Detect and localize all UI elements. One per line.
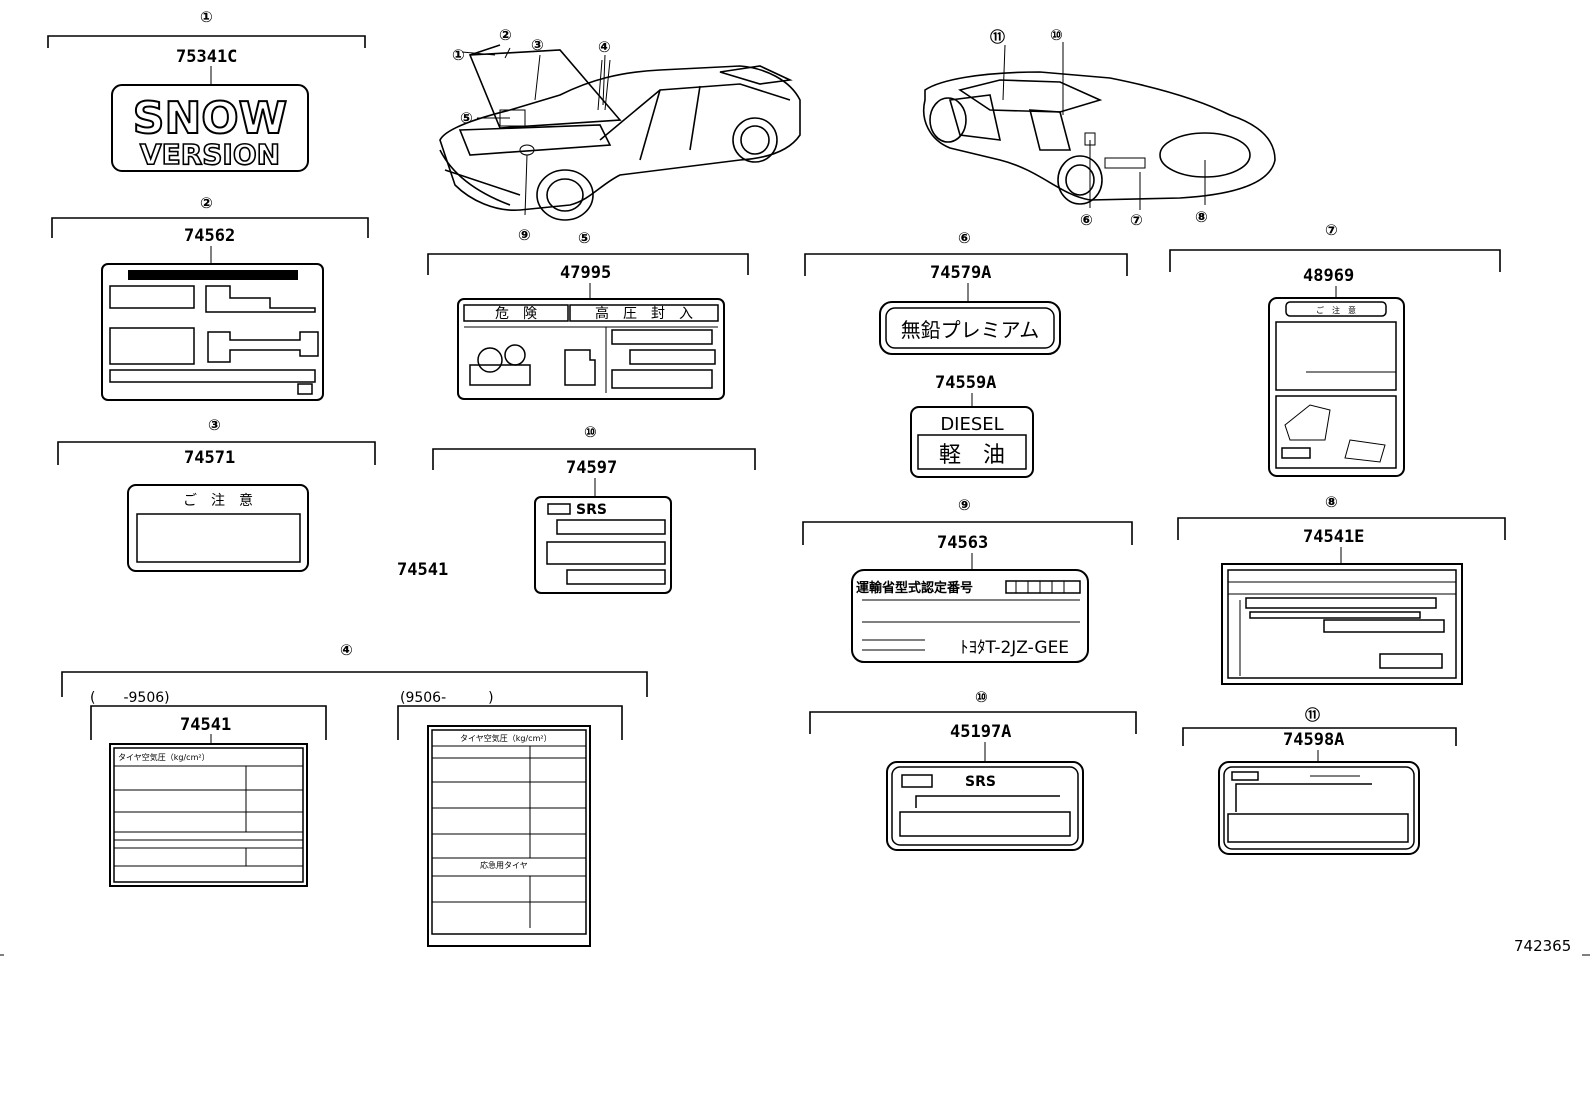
section-5: ⑤ 47995 危 険 高 圧 封 入	[427, 229, 749, 400]
section-10-left: ⑩ 74597 SRS	[432, 423, 756, 594]
section-10-right: ⑩ 45197A SRS	[809, 688, 1137, 851]
tire-pressure-title-1: タイヤ空気圧（kg/cm²）	[118, 752, 210, 762]
type-approval-text: 運輸省型式認定番号	[856, 580, 973, 596]
srs-text-45197A: SRS	[965, 774, 996, 790]
unleaded-premium-text: 無鉛プレミアム	[901, 318, 1040, 342]
callout-2-car: ②	[499, 26, 512, 44]
section-4: ④ ( -9506) (9506- ) 74541 タイヤ空気圧（kg/cm²）…	[61, 641, 648, 947]
tire-label-pre-9506	[109, 743, 308, 887]
tire-pressure-title-2: タイヤ空気圧（kg/cm²）	[460, 733, 552, 743]
section-7: ⑦ 48969 ご 注 意	[1169, 221, 1501, 477]
spare-tire-text: 応急用タイヤ	[480, 860, 528, 870]
part-number-74562: 74562	[184, 226, 235, 246]
callout-5-car: ⑤	[460, 109, 473, 127]
section-8: ⑧ 74541E	[1177, 493, 1506, 685]
part-number-45197A: 45197A	[950, 722, 1011, 742]
car-rear-illustration	[923, 42, 1276, 210]
part-number-74579A: 74579A	[930, 263, 991, 283]
range-before-9506: ( -9506)	[90, 690, 170, 706]
callout-8-car: ⑧	[1195, 208, 1208, 226]
version-text: VERSION	[140, 138, 280, 171]
label-74571	[127, 484, 309, 572]
callout-5: ⑤	[578, 229, 591, 247]
danger-text: 危 険	[495, 306, 537, 322]
part-number-74541: 74541	[180, 715, 231, 735]
high-pressure-text: 高 圧 封 入	[595, 305, 693, 322]
callout-6: ⑥	[958, 229, 971, 247]
label-74598A	[1218, 761, 1420, 855]
callout-4: ④	[340, 641, 353, 659]
label-48969	[1268, 297, 1405, 477]
callout-10-left: ⑩	[584, 423, 597, 441]
label-74541E	[1221, 563, 1463, 685]
callout-9: ⑨	[958, 496, 971, 514]
light-oil-text: 軽 油	[939, 443, 1005, 468]
callout-3-car: ③	[531, 36, 544, 54]
section-3: ③ 74571 ご 注 意	[57, 416, 376, 572]
diesel-text: DIESEL	[940, 414, 1003, 435]
callout-4-car: ④	[598, 38, 611, 56]
engine-model-text: ﾄﾖﾀT-2JZ-GEE	[960, 638, 1069, 658]
part-number-74598A: 74598A	[1283, 730, 1344, 750]
label-45197A	[886, 761, 1084, 851]
car-front-illustration	[439, 44, 801, 221]
srs-text-74597: SRS	[576, 502, 607, 518]
callout-9-car: ⑨	[518, 226, 531, 244]
part-number-74571: 74571	[184, 448, 235, 468]
part-number-75341C: 75341C	[176, 47, 237, 67]
callout-7: ⑦	[1325, 221, 1338, 239]
part-number-48969: 48969	[1303, 266, 1354, 286]
callout-8: ⑧	[1325, 493, 1338, 511]
caution-text-74571: ご 注 意	[183, 492, 253, 509]
callout-1-car: ①	[452, 46, 465, 64]
caution-text-48969: ご 注 意	[1316, 305, 1356, 315]
part-number-74563: 74563	[937, 533, 988, 553]
callout-11: ⑪	[1305, 706, 1320, 724]
snow-version-badge	[111, 84, 309, 172]
tire-label-post-9506	[427, 725, 591, 947]
section-1: ① 75341C SNOW VERSION	[47, 8, 366, 172]
callout-7-car: ⑦	[1130, 211, 1143, 229]
label-74597	[534, 496, 672, 594]
part-number-74597: 74597	[566, 458, 617, 478]
figure-id: 742365	[1514, 937, 1571, 955]
part-number-74541-note: 74541	[397, 560, 448, 580]
section-11: ⑪ 74598A	[1182, 706, 1457, 855]
part-number-47995: 47995	[560, 263, 611, 283]
callout-10-right: ⑩	[975, 688, 988, 706]
callout-3: ③	[208, 416, 221, 434]
snow-text: SNOW	[133, 93, 287, 144]
range-after-9506: (9506- )	[400, 690, 494, 706]
callout-6-car: ⑥	[1080, 211, 1093, 229]
label-47995	[457, 298, 725, 400]
part-number-74559A: 74559A	[935, 373, 996, 393]
callout-10-car: ⑩	[1050, 26, 1063, 44]
part-number-74541E: 74541E	[1303, 527, 1364, 547]
section-9: ⑨ 74563 運輸省型式認定番号 ﾄﾖﾀT-2JZ-GEE	[802, 496, 1133, 663]
label-74579A	[879, 301, 1061, 355]
callout-1: ①	[200, 8, 213, 26]
callout-11-car: ⑪	[990, 28, 1005, 46]
section-6: ⑥ 74579A 無鉛プレミアム 74559A DIESEL 軽 油	[804, 229, 1128, 478]
label-74559A	[910, 406, 1034, 478]
section-2: ② 74562	[51, 194, 369, 401]
callout-2: ②	[200, 194, 213, 212]
